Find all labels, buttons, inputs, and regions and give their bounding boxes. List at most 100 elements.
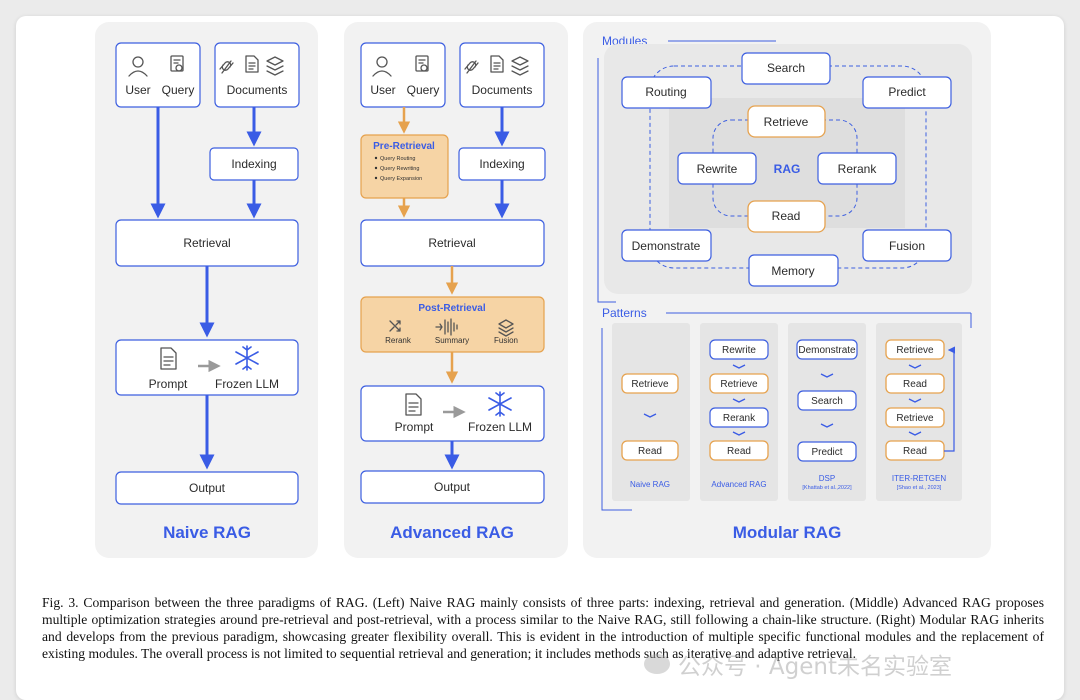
svg-text:Search: Search <box>767 61 805 75</box>
svg-text:Retrieve: Retrieve <box>720 379 758 390</box>
svg-text:Read: Read <box>638 446 662 457</box>
svg-text:Rerank: Rerank <box>723 413 756 424</box>
fusion-icon <box>498 319 514 337</box>
rag-paradigms-diagram: .panel { fill: #f2f2f2; } .box { fill: #… <box>95 22 991 558</box>
svg-text:Retrieve: Retrieve <box>764 115 809 129</box>
link-icon <box>464 60 479 74</box>
svg-text:Read: Read <box>772 209 801 223</box>
pattern-naive-node <box>621 440 679 461</box>
svg-text:Predict: Predict <box>888 85 926 99</box>
pattern-iter-node <box>885 373 945 394</box>
naive-user-query-box <box>115 42 201 108</box>
module-read <box>747 200 826 233</box>
prompt-icon <box>160 347 177 370</box>
prompt-icon <box>405 393 422 416</box>
naive-documents-box <box>214 42 300 108</box>
pattern-dsp-citation: [Khattab et al.,2022] <box>802 485 852 491</box>
svg-text:Demonstrate: Demonstrate <box>632 239 701 253</box>
module-demonstrate <box>621 229 712 262</box>
naive-output-label: Output <box>189 481 226 495</box>
modular-rag-title: Modular RAG <box>733 523 842 542</box>
query-icon <box>415 55 429 72</box>
snowflake-icon <box>488 391 512 417</box>
module-rerank <box>817 152 897 185</box>
pattern-iter-node <box>885 407 945 428</box>
patterns-label: Patterns <box>602 306 647 320</box>
pattern-iter-name: ITER-RETGEN <box>892 474 946 483</box>
advanced-output-label: Output <box>434 480 471 494</box>
snowflake-icon <box>235 345 259 371</box>
svg-text:Read: Read <box>727 446 751 457</box>
module-rewrite <box>677 152 757 185</box>
figure-card: .panel { fill: #f2f2f2; } .box { fill: #… <box>16 16 1064 700</box>
pattern-advanced-node <box>709 339 769 360</box>
advanced-user-label: User <box>370 83 395 97</box>
rerank-icon <box>389 320 401 332</box>
naive-retrieval-label: Retrieval <box>183 236 230 250</box>
module-search <box>741 52 831 85</box>
post-retrieval-title: Post-Retrieval <box>418 303 485 314</box>
modular-rag-column: Modules Search Routing Predict Retrieve … <box>583 22 991 558</box>
pattern-iter-citation: [Shao et al., 2023] <box>897 485 942 491</box>
svg-text:Read: Read <box>903 446 927 457</box>
figure-caption: Fig. 3. Comparison between the three par… <box>42 595 1044 661</box>
naive-documents-label: Documents <box>227 83 288 97</box>
naive-prompt-label: Prompt <box>149 377 188 391</box>
naive-frozen-llm-label: Frozen LLM <box>215 377 279 391</box>
naive-indexing-label: Indexing <box>231 157 276 171</box>
pattern-dsp-node <box>796 339 858 360</box>
svg-text:Rewrite: Rewrite <box>697 162 738 176</box>
pattern-advanced-node <box>709 440 769 461</box>
pre-retrieval-item: Query Routing <box>380 156 415 162</box>
document-icon <box>490 55 504 73</box>
svg-text:Routing: Routing <box>645 85 686 99</box>
module-memory <box>748 254 839 287</box>
link-icon <box>219 60 234 74</box>
summary-icon <box>435 318 458 336</box>
naive-output-box <box>115 471 299 505</box>
module-predict <box>862 76 952 109</box>
advanced-indexing-label: Indexing <box>479 157 524 171</box>
naive-query-label: Query <box>162 83 195 97</box>
pattern-naive-name: Naive RAG <box>630 480 670 489</box>
svg-text:Fusion: Fusion <box>889 239 925 253</box>
advanced-rag-title: Advanced RAG <box>390 523 514 542</box>
pattern-dsp-node <box>797 441 857 462</box>
advanced-documents-label: Documents <box>472 83 533 97</box>
pre-retrieval-item: Query Expansion <box>380 176 422 182</box>
user-icon <box>128 56 148 77</box>
svg-text:Rerank: Rerank <box>838 162 878 176</box>
module-fusion <box>862 229 952 262</box>
advanced-rag-column: User Query Documents Pre-Retrieval Query… <box>344 22 568 558</box>
svg-text:Retrieve: Retrieve <box>631 379 669 390</box>
pattern-iter-node <box>885 339 945 360</box>
svg-text:Read: Read <box>903 379 927 390</box>
pattern-dsp-name: DSP <box>819 474 835 483</box>
summary-label: Summary <box>435 336 469 345</box>
svg-text:Search: Search <box>811 396 843 407</box>
pre-retrieval-title: Pre-Retrieval <box>373 141 435 152</box>
query-icon <box>170 55 184 72</box>
module-retrieve <box>747 105 826 138</box>
svg-text:Memory: Memory <box>771 264 814 278</box>
advanced-frozen-llm-label: Frozen LLM <box>468 420 532 434</box>
svg-text:Retrieve: Retrieve <box>896 345 934 356</box>
pre-retrieval-item: Query Rewriting <box>380 166 419 172</box>
pattern-advanced-name: Advanced RAG <box>711 480 766 489</box>
advanced-query-label: Query <box>407 83 440 97</box>
svg-text:Predict: Predict <box>811 447 842 458</box>
layers-icon <box>511 56 529 76</box>
svg-text:Demonstrate: Demonstrate <box>798 345 856 356</box>
pattern-dsp-node <box>797 390 857 411</box>
rerank-label: Rerank <box>385 336 412 345</box>
pattern-advanced-node <box>709 373 769 394</box>
naive-rag-column: User Query Documents Indexing Retrieval … <box>95 22 318 558</box>
naive-user-label: User <box>125 83 150 97</box>
layers-icon <box>266 56 284 76</box>
pattern-advanced-node <box>709 407 769 428</box>
rag-core-label: RAG <box>774 162 801 176</box>
user-icon <box>372 56 392 77</box>
advanced-output-box <box>360 470 545 504</box>
fusion-label: Fusion <box>494 336 518 345</box>
pattern-naive-node <box>621 373 679 394</box>
